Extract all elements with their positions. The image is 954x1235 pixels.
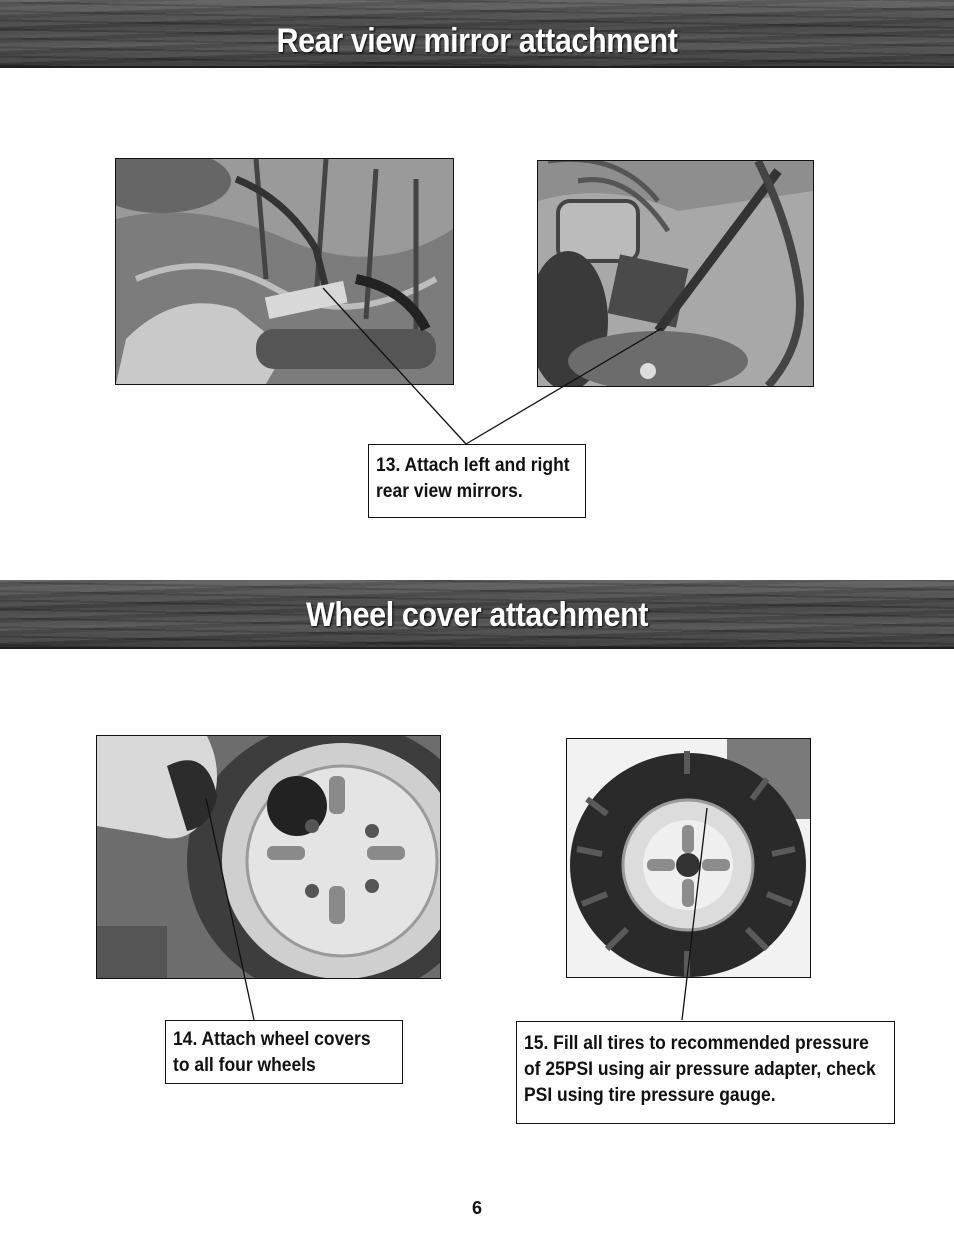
step-14-line-1: 14. Attach wheel covers <box>173 1029 371 1050</box>
step-15-line-1: 15. Fill all tires to recommended pressu… <box>524 1033 869 1054</box>
step-14-line-2: to all four wheels <box>173 1055 316 1076</box>
step-14-callout: 14. Attach wheel covers to all four whee… <box>165 1020 403 1084</box>
tire-photo <box>566 738 811 978</box>
wheel-section-banner: Wheel cover attachment <box>0 580 954 649</box>
page-number: 6 <box>471 1198 482 1218</box>
left-mirror-photo <box>115 158 454 385</box>
step-13-callout: 13. Attach left and right rear view mirr… <box>368 444 586 518</box>
mirror-section-banner: Rear view mirror attachment <box>0 0 954 68</box>
step-13-line-1: 13. Attach left and right <box>376 455 570 476</box>
wheel-cover-photo <box>96 735 441 979</box>
wheel-section-title: Wheel cover attachment <box>305 596 649 634</box>
mirror-section-title: Rear view mirror attachment <box>276 22 678 60</box>
step-13-line-2: rear view mirrors. <box>376 481 523 502</box>
step-15-line-2: of 25PSI using air pressure adapter, che… <box>524 1059 876 1080</box>
right-mirror-photo <box>537 160 814 387</box>
step-15-callout: 15. Fill all tires to recommended pressu… <box>516 1021 895 1124</box>
step-15-line-3: PSI using tire pressure gauge. <box>524 1085 776 1106</box>
